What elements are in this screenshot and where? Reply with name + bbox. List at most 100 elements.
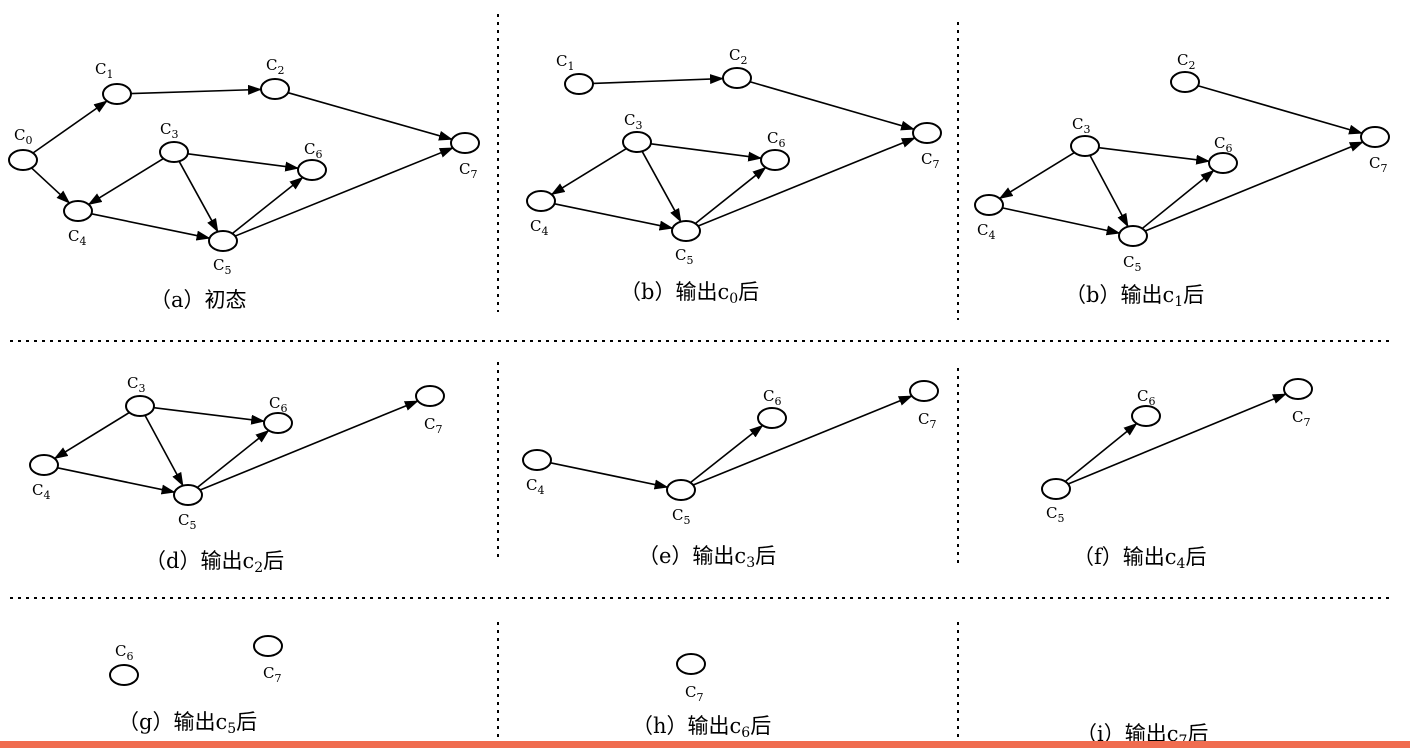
edge-c4-c5: [550, 462, 669, 490]
edge-c5-c7: [1144, 141, 1364, 232]
edge-c0-c4: [30, 167, 71, 204]
node-c2: [260, 78, 290, 100]
edge-c1-c2: [130, 84, 263, 95]
edge-c3-c4: [998, 151, 1075, 200]
node-label-c4: C4: [526, 476, 544, 497]
node-c5: [208, 230, 238, 252]
node-label-c4: C4: [68, 227, 86, 248]
edge-c0-c1: [32, 100, 108, 154]
node-c4: [29, 454, 59, 476]
node-c3: [125, 395, 155, 417]
node-label-c4: C4: [977, 221, 995, 242]
node-c5: [1118, 225, 1148, 247]
caption-d: （d）输出c2后: [145, 549, 284, 576]
node-label-c1: C1: [556, 52, 574, 73]
node-c6: [263, 412, 293, 434]
node-c6: [760, 149, 790, 171]
edge-c4-c5: [1002, 207, 1121, 236]
node-c5: [173, 484, 203, 506]
node-c7: [253, 635, 283, 657]
node-label-c0: C0: [14, 126, 32, 147]
node-c6: [109, 664, 139, 686]
edge-c4-c5: [57, 467, 176, 495]
node-c7: [450, 132, 480, 154]
edge-c3-c4: [87, 157, 164, 206]
node-label-c6: C6: [763, 387, 781, 408]
node-label-c5: C5: [672, 506, 690, 527]
edge-c5-c6: [689, 424, 764, 484]
edge-c5-c7: [199, 400, 419, 491]
edge-c2-c7: [287, 91, 453, 141]
edge-c5-c6: [1141, 169, 1215, 230]
node-c6: [297, 159, 327, 181]
node-label-c2: C2: [1177, 51, 1195, 72]
edge-c1-c2: [592, 74, 725, 85]
node-label-c6: C6: [1137, 387, 1155, 408]
panel-separators: [10, 14, 1390, 738]
node-label-c5: C5: [1123, 253, 1141, 274]
edge-c3-c5: [178, 160, 219, 233]
node-label-c7: C7: [424, 415, 442, 436]
node-label-c7: C7: [918, 410, 936, 431]
node-c2: [1170, 71, 1200, 93]
node-c1: [102, 83, 132, 105]
node-label-c1: C1: [95, 60, 113, 81]
node-label-c7: C7: [685, 683, 703, 704]
node-label-c5: C5: [1046, 504, 1064, 525]
node-c7: [415, 385, 445, 407]
bottom-accent-bar: [0, 741, 1410, 748]
node-label-c3: C3: [624, 111, 642, 132]
node-label-c7: C7: [1369, 154, 1387, 175]
node-c5: [671, 220, 701, 242]
node-c1: [564, 73, 594, 95]
caption-e: （e）输出c3后: [638, 544, 776, 571]
node-label-c2: C2: [729, 46, 747, 67]
edge-c3-c6: [1098, 146, 1211, 165]
node-c3: [622, 131, 652, 153]
edge-c4-c5: [554, 202, 674, 231]
node-c3: [1070, 135, 1100, 157]
node-c4: [526, 190, 556, 212]
node-label-c3: C3: [127, 374, 145, 395]
edge-c3-c5: [144, 414, 184, 487]
node-c0: [8, 149, 38, 171]
node-label-c4: C4: [530, 217, 548, 238]
node-label-c7: C7: [921, 150, 939, 171]
edge-c5-c7: [692, 395, 913, 486]
node-c4: [63, 200, 93, 222]
edge-c4-c5: [91, 212, 211, 241]
edge-c3-c5: [1089, 154, 1129, 228]
node-c6: [1131, 405, 1161, 427]
node-c7: [1360, 126, 1390, 148]
node-c3: [159, 141, 189, 163]
node-label-c6: C6: [115, 642, 133, 663]
caption-f: （f）输出c4后: [1073, 545, 1206, 572]
node-label-c3: C3: [160, 120, 178, 141]
node-label-c6: C6: [304, 140, 322, 161]
edge-c3-c5: [641, 150, 682, 223]
edge-c5-c7: [1067, 393, 1287, 485]
node-label-c7: C7: [1292, 408, 1310, 429]
edge-c3-c4: [53, 411, 130, 460]
edge-c5-c6: [196, 429, 270, 489]
edge-c5-c7: [234, 147, 454, 237]
node-c7: [909, 380, 939, 402]
panel-h: C7（h）输出c6后: [632, 653, 771, 741]
node-c6: [1208, 152, 1238, 174]
node-c4: [974, 194, 1004, 216]
caption-g: （g）输出c5后: [118, 710, 257, 737]
edge-c3-c6: [153, 406, 266, 425]
edge-c3-c4: [550, 147, 627, 196]
edge-c3-c6: [187, 153, 300, 172]
node-c5: [666, 479, 696, 501]
edge-c5-c6: [694, 166, 767, 225]
node-label-c6: C6: [1214, 134, 1232, 155]
edge-c2-c7: [749, 80, 915, 131]
caption-b1: （b）输出c1后: [1065, 283, 1204, 310]
node-label-c4: C4: [32, 481, 50, 502]
